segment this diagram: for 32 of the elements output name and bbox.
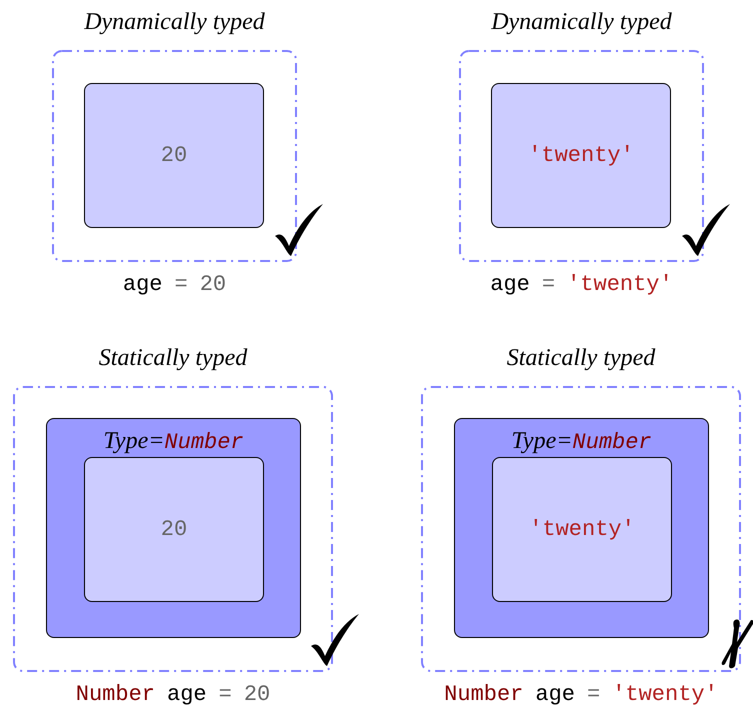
value-box	[492, 457, 672, 602]
code-token: =	[174, 271, 188, 299]
panel-title: Dynamically typed	[490, 8, 673, 37]
type-label: Type=	[511, 427, 572, 456]
type-box	[46, 418, 301, 638]
code-token: =	[587, 681, 600, 709]
code-token: 'twenty'	[567, 271, 673, 299]
code-token: age	[167, 681, 207, 709]
code-token: 20	[200, 271, 226, 299]
value-text: 20	[160, 516, 188, 544]
value-text: 20	[160, 142, 188, 170]
value-text: 'twenty'	[528, 142, 634, 170]
code-token: 'twenty'	[612, 681, 718, 709]
code-token: =	[218, 681, 232, 709]
panel-title: Dynamically typed	[83, 8, 266, 37]
panel-title: Statically typed	[98, 344, 248, 373]
value-box	[84, 83, 264, 228]
code-token: age	[490, 271, 530, 299]
value-box	[84, 457, 264, 602]
type-label: Type=	[103, 427, 164, 456]
code-token: age	[122, 271, 162, 299]
code-token: age	[535, 681, 575, 709]
code-token: Number	[444, 681, 524, 709]
code-token: =	[542, 271, 556, 299]
type-name: Number	[164, 429, 244, 457]
value-box	[491, 83, 671, 228]
code-token: Number	[76, 681, 155, 709]
type-box	[454, 418, 709, 638]
value-text: 'twenty'	[529, 516, 635, 544]
panel-title: Statically typed	[506, 344, 656, 373]
type-name: Number	[572, 429, 652, 457]
code-token: 20	[244, 681, 270, 709]
